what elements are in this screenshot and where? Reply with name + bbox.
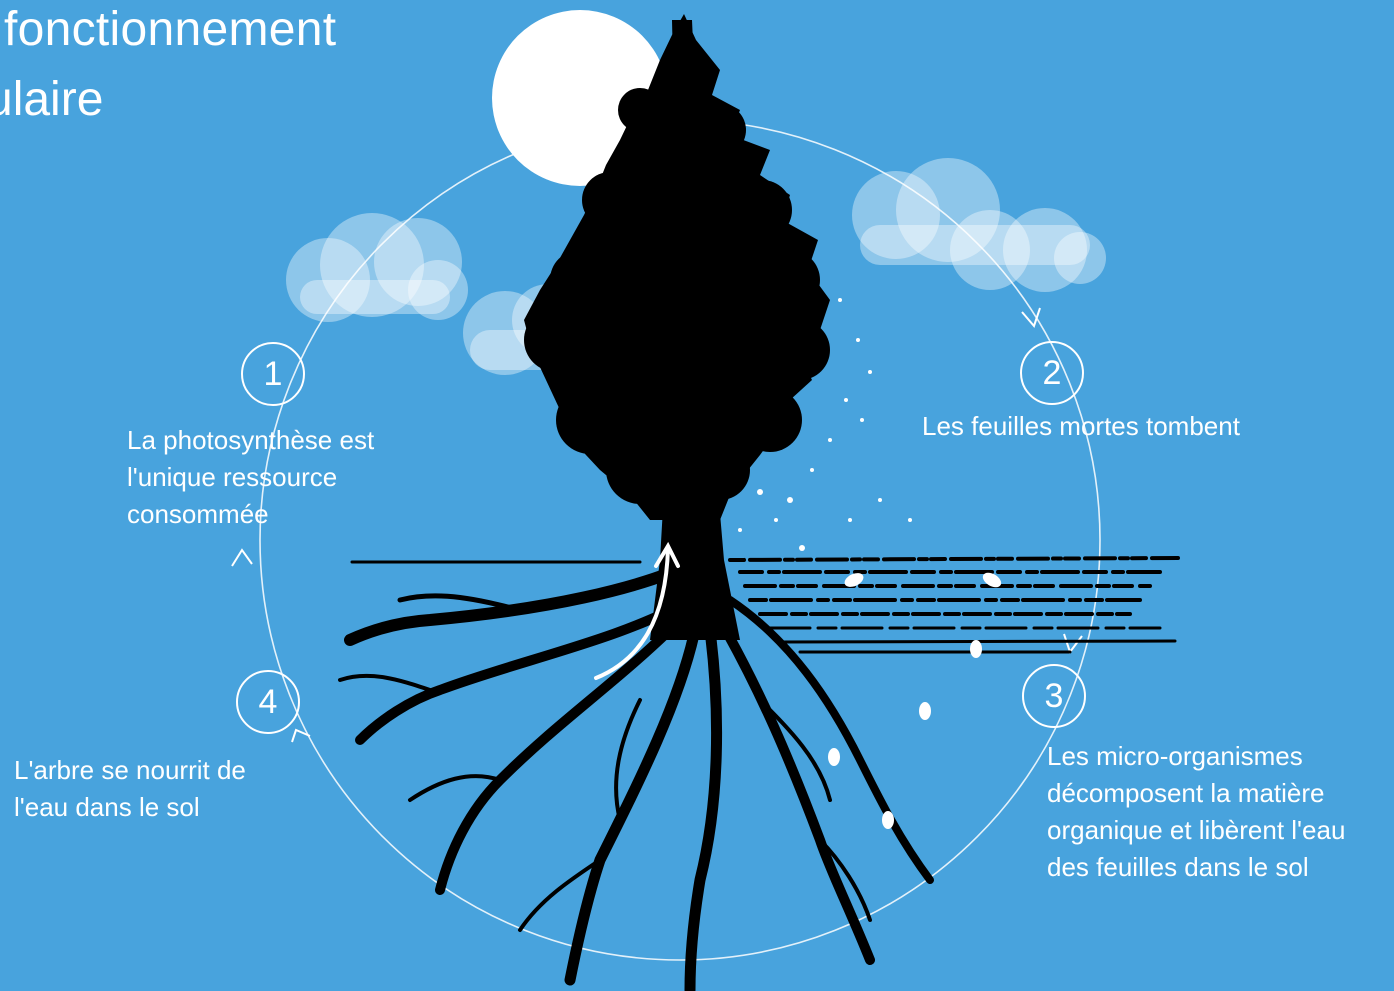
step-2-text: Les feuilles mortes tombent [922, 411, 1240, 441]
step-4-number: 4 [236, 670, 300, 734]
soil-lines [350, 556, 1180, 654]
diagram-title-line-1: fonctionnement [4, 3, 337, 56]
step-4-text: L'arbre se nourrit de l'eau dans le sol [14, 755, 246, 822]
tree-roots [338, 554, 934, 991]
tree-trunk [650, 20, 740, 640]
cycle-arrow-2-3 [1063, 633, 1083, 655]
falling-leaves [738, 298, 912, 551]
water-drops [828, 572, 1002, 829]
cycle-arrow-4-1 [231, 548, 253, 567]
step-3-number: 3 [1022, 664, 1086, 728]
cloud-right-icon [852, 158, 1106, 292]
step-2-number: 2 [1020, 341, 1084, 405]
cycle-arrow-3-4 [291, 728, 311, 743]
step-1-number: 1 [241, 342, 305, 406]
water-uptake-arrow [594, 541, 680, 680]
cycle-arrow-1-2 [1021, 307, 1041, 328]
step-1-text: La photosynthèse est l'unique ressource … [127, 425, 375, 529]
cloud-left-icon [286, 213, 468, 322]
step-3-text: Les micro-organismes décomposent la mati… [1047, 741, 1346, 882]
diagram-title-line-2: ulaire [0, 73, 104, 126]
